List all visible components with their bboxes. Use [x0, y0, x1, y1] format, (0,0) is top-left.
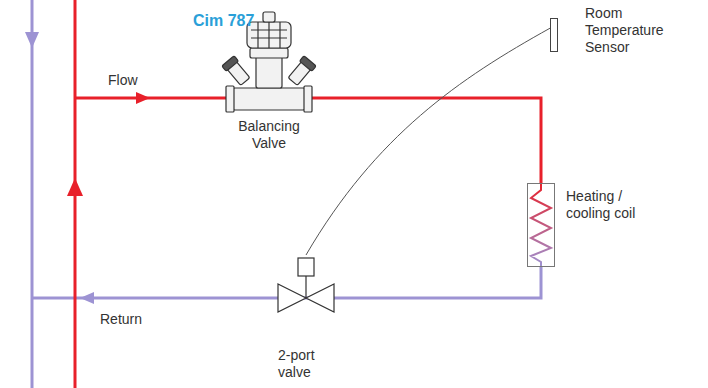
return-riser	[31, 0, 34, 388]
flow-pipe	[345, 98, 541, 183]
flow-arrow	[136, 92, 150, 104]
room-temperature-sensor: Room Temperature Sensor	[550, 18, 558, 52]
two-port-valve: 2-port valve	[276, 255, 336, 317]
riser-arrow-up	[67, 178, 83, 196]
return-pipe	[336, 267, 541, 298]
control-wire	[306, 28, 550, 255]
coil-winding	[531, 183, 551, 267]
valve-label: Balancing Valve	[230, 118, 308, 152]
two-port-valve-symbol	[278, 258, 334, 312]
return-arrow	[80, 292, 94, 304]
control-wire-line	[306, 28, 550, 255]
flow-label: Flow	[108, 72, 138, 89]
riser-arrow-down	[25, 32, 39, 48]
valve-label: 2-port valve	[278, 347, 334, 381]
balancing-valve: Cim 787Balancing Valve	[190, 8, 345, 153]
return-label: Return	[100, 311, 142, 328]
heating-cooling-coil: Heating / cooling coil	[527, 183, 555, 267]
flow-pipe-line	[345, 98, 541, 183]
product-code: Cim 787	[193, 11, 254, 30]
coil-label: Heating / cooling coil	[566, 188, 648, 222]
return-pipe-line	[336, 267, 541, 298]
sensor-label: Room Temperature Sensor	[585, 5, 677, 55]
